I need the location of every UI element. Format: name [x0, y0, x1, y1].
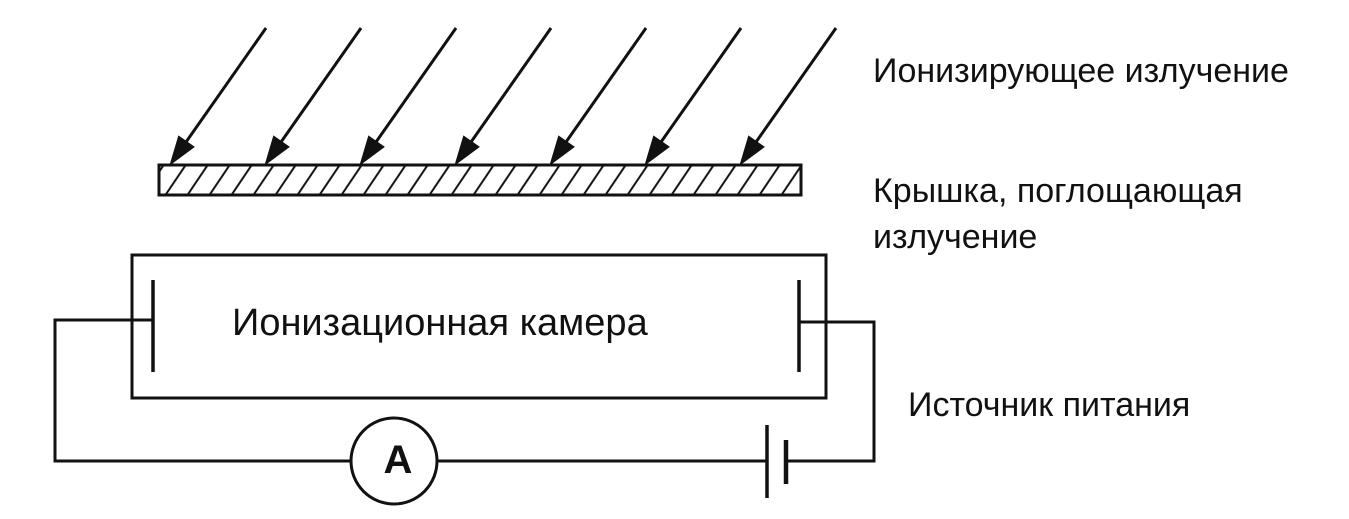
radiation-arrow-head [739, 135, 765, 166]
radiation-arrow-head [644, 135, 670, 166]
radiation-arrow-head [549, 135, 575, 166]
ammeter-symbol: A [383, 438, 413, 482]
radiation-arrow-shaft [374, 27, 458, 144]
radiation-arrow-head [264, 135, 290, 166]
cover-label-line2: излучение [873, 218, 1038, 256]
radiation-arrow-shaft [279, 27, 363, 144]
right-circuit-wire [786, 320, 876, 463]
radiation-label: Ионизирующее излучение [873, 52, 1289, 90]
left-circuit-wire [53, 318, 351, 463]
radiation-arrow-shaft [659, 27, 743, 144]
absorbing-cover [157, 163, 803, 197]
ionization-chamber [130, 253, 828, 400]
cover-label-line1: Крышка, поглощающая [873, 172, 1243, 210]
radiation-arrow-shaft [754, 27, 838, 144]
radiation-arrow-shaft [469, 27, 553, 144]
radiation-arrow-head [454, 135, 480, 166]
radiation-arrow-shaft [184, 27, 268, 144]
radiation-arrow-head [359, 135, 385, 166]
cover-label: Крышка, поглощающая излучение [873, 168, 1243, 260]
power-source-label: Источник питания [908, 386, 1191, 424]
radiation-arrows [169, 27, 838, 166]
chamber-label: Ионизационная камера [232, 302, 648, 344]
radiation-arrow-shaft [564, 27, 648, 144]
ammeter [349, 416, 439, 506]
radiation-arrow-head [169, 135, 195, 166]
